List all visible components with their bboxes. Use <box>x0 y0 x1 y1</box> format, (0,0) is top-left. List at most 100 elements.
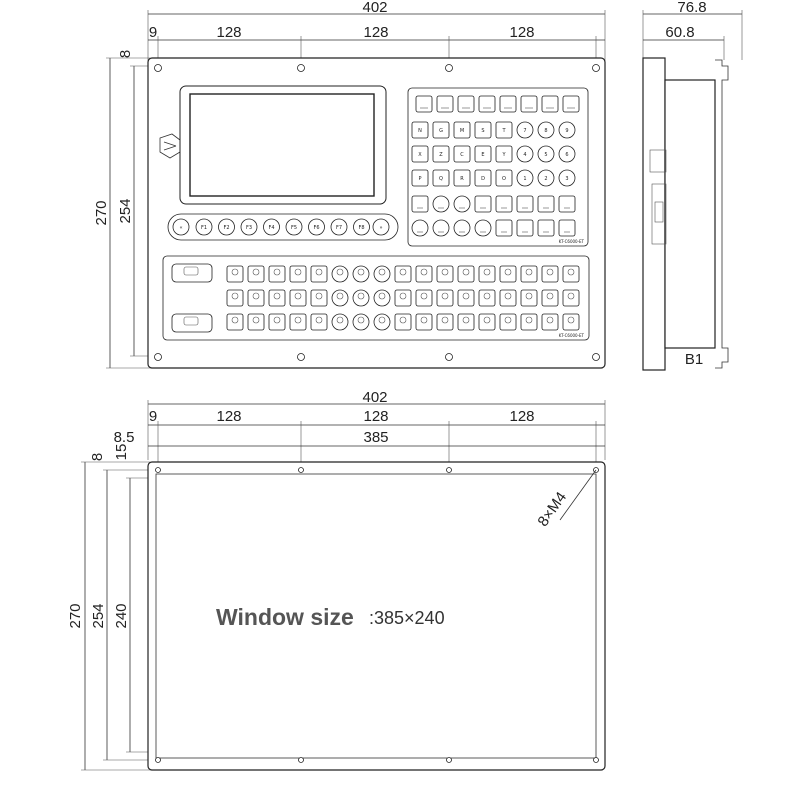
machine-key[interactable] <box>499 265 517 283</box>
keypad-function-key[interactable] <box>478 95 496 113</box>
machine-key[interactable] <box>310 313 328 331</box>
keypad-edit-key[interactable] <box>537 195 555 213</box>
machine-key[interactable] <box>520 265 538 283</box>
keypad-edit-key[interactable] <box>558 195 576 213</box>
fkey-f2-button[interactable]: F2 <box>218 218 235 236</box>
fkey-f4-button[interactable]: F4 <box>263 218 280 236</box>
key-4[interactable]: 4 <box>516 145 534 163</box>
keypad-edit-key[interactable] <box>432 195 450 213</box>
machine-key[interactable] <box>541 313 559 331</box>
machine-key[interactable] <box>289 265 307 283</box>
machine-key[interactable] <box>520 289 538 307</box>
key-t[interactable]: T <box>495 121 513 139</box>
keypad-function-key[interactable] <box>436 95 454 113</box>
machine-key[interactable] <box>352 265 370 283</box>
key-5[interactable]: 5 <box>537 145 555 163</box>
machine-key[interactable] <box>457 313 475 331</box>
machine-key[interactable] <box>373 313 391 331</box>
keypad-function-key[interactable] <box>541 95 559 113</box>
fkey-next-button[interactable]: » <box>372 218 390 236</box>
machine-key[interactable] <box>562 289 580 307</box>
machine-key[interactable] <box>352 313 370 331</box>
machine-key[interactable] <box>541 265 559 283</box>
fkey-f3-button[interactable]: F3 <box>240 218 258 236</box>
fkey-f5-button[interactable]: F5 <box>285 218 303 236</box>
keypad-edit-key[interactable] <box>495 219 513 237</box>
keypad-function-key[interactable] <box>457 95 475 113</box>
key-1[interactable]: 1 <box>516 169 534 187</box>
key-6[interactable]: 6 <box>558 145 576 163</box>
key-8[interactable]: 8 <box>537 121 555 139</box>
machine-key[interactable] <box>415 313 433 331</box>
key-7[interactable]: 7 <box>516 121 534 139</box>
machine-key[interactable] <box>331 313 349 331</box>
fkey-prev-button[interactable]: « <box>172 218 190 236</box>
keypad-function-key[interactable] <box>415 95 433 113</box>
fkey-f1-button[interactable]: F1 <box>195 218 213 236</box>
cycle-start-key[interactable] <box>171 263 213 283</box>
key-9[interactable]: 9 <box>558 121 576 139</box>
machine-key[interactable] <box>268 265 286 283</box>
machine-key[interactable] <box>226 289 244 307</box>
keypad-edit-key[interactable] <box>411 219 429 237</box>
machine-key[interactable] <box>247 289 265 307</box>
key-z[interactable]: Z <box>432 145 450 163</box>
machine-key[interactable] <box>310 289 328 307</box>
keypad-edit-key[interactable] <box>474 219 492 237</box>
machine-key[interactable] <box>226 265 244 283</box>
machine-key[interactable] <box>478 289 496 307</box>
keypad-edit-key[interactable] <box>516 219 534 237</box>
machine-key[interactable] <box>499 313 517 331</box>
key-c[interactable]: C <box>453 145 471 163</box>
machine-key[interactable] <box>331 289 349 307</box>
key-r[interactable]: R <box>453 169 471 187</box>
machine-key[interactable] <box>226 313 244 331</box>
machine-key[interactable] <box>562 265 580 283</box>
machine-key[interactable] <box>415 289 433 307</box>
machine-key[interactable] <box>499 289 517 307</box>
machine-key[interactable] <box>310 265 328 283</box>
key-3[interactable]: 3 <box>558 169 576 187</box>
machine-key[interactable] <box>394 313 412 331</box>
machine-key[interactable] <box>457 265 475 283</box>
machine-key[interactable] <box>394 289 412 307</box>
keypad-edit-key[interactable] <box>432 219 450 237</box>
machine-key[interactable] <box>289 313 307 331</box>
machine-key[interactable] <box>520 313 538 331</box>
machine-key[interactable] <box>247 265 265 283</box>
machine-key[interactable] <box>436 289 454 307</box>
machine-key[interactable] <box>478 265 496 283</box>
keypad-edit-key[interactable] <box>558 219 576 237</box>
machine-key[interactable] <box>541 289 559 307</box>
machine-key[interactable] <box>268 289 286 307</box>
machine-key[interactable] <box>457 289 475 307</box>
key-g[interactable]: G <box>432 121 450 139</box>
key-p[interactable]: P <box>411 169 429 187</box>
feed-hold-key[interactable] <box>171 313 213 333</box>
key-x[interactable]: X <box>411 145 429 163</box>
machine-key[interactable] <box>289 289 307 307</box>
keypad-function-key[interactable] <box>520 95 538 113</box>
keypad-edit-key[interactable] <box>516 195 534 213</box>
keypad-edit-key[interactable] <box>474 195 492 213</box>
keypad-edit-key[interactable] <box>411 195 429 213</box>
key-2[interactable]: 2 <box>537 169 555 187</box>
key-o[interactable]: O <box>495 169 513 187</box>
machine-key[interactable] <box>331 265 349 283</box>
machine-key[interactable] <box>247 313 265 331</box>
machine-key[interactable] <box>268 313 286 331</box>
key-e[interactable]: E <box>474 145 492 163</box>
key-q[interactable]: Q <box>432 169 450 187</box>
key-n[interactable]: N <box>411 121 429 139</box>
keypad-edit-key[interactable] <box>453 219 471 237</box>
machine-key[interactable] <box>373 289 391 307</box>
fkey-f6-button[interactable]: F6 <box>308 218 325 236</box>
machine-key[interactable] <box>394 265 412 283</box>
fkey-f7-button[interactable]: F7 <box>330 218 348 236</box>
machine-key[interactable] <box>373 265 391 283</box>
fkey-f8-button[interactable]: F8 <box>353 218 370 236</box>
machine-key[interactable] <box>562 313 580 331</box>
keypad-edit-key[interactable] <box>453 195 471 213</box>
key-m[interactable]: M <box>453 121 471 139</box>
machine-key[interactable] <box>478 313 496 331</box>
